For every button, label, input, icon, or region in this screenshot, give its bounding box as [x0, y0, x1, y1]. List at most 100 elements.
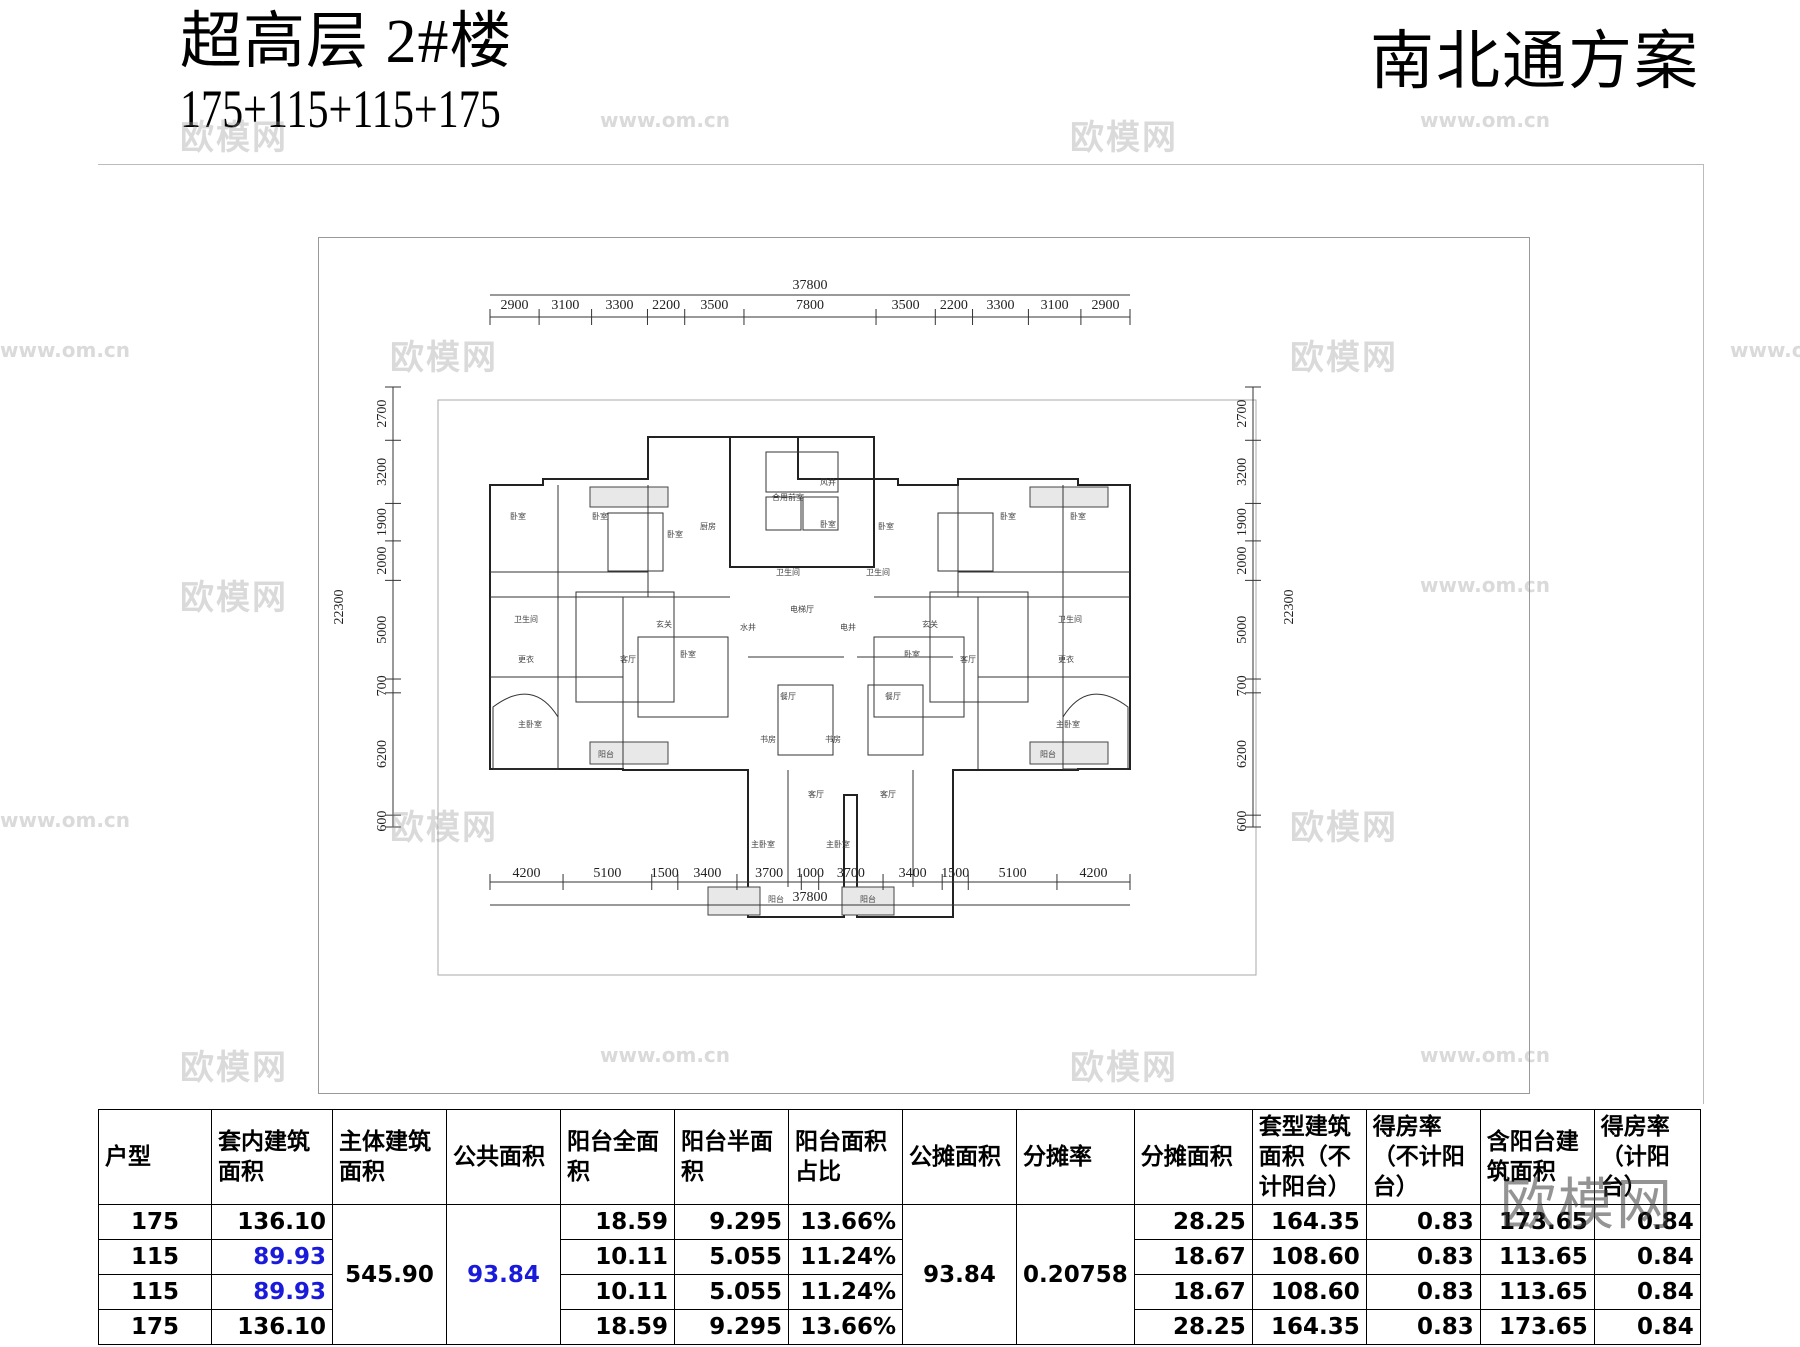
watermark-url: www.om.cn: [600, 1043, 731, 1067]
watermark-text: 欧模网: [180, 118, 288, 158]
header-cell: 套内建筑面积: [211, 1109, 333, 1205]
bottom-dimension-label: 1500: [651, 866, 679, 881]
with-balcony-cell: 113.65: [1479, 1239, 1595, 1275]
with-balcony-cell: 113.65: [1479, 1274, 1595, 1310]
room-label: 卫生间: [776, 567, 800, 577]
main-area-cell: 545.90: [332, 1204, 447, 1345]
efficiency-cell: 0.83: [1365, 1204, 1481, 1240]
right-dimension-label: 5000: [1235, 616, 1250, 644]
room-label: 卧室: [592, 511, 608, 521]
room-label: 客厅: [808, 789, 824, 799]
efficiency-balcony-cell: 0.84: [1593, 1239, 1701, 1275]
balcony-half-cell: 5.055: [674, 1239, 789, 1275]
title-block: 超高层 2#楼 175+115+115+175: [180, 10, 591, 144]
room-label: 电井: [840, 622, 856, 632]
watermark-url: www.om.cn: [1730, 338, 1800, 362]
room-label: 卧室: [680, 649, 696, 659]
room-label: 电梯厅: [790, 604, 814, 614]
left-dimension-label: 1900: [375, 508, 390, 536]
left-dimension-label: 2000: [375, 547, 390, 575]
bottom-dimension-label: 3700: [837, 866, 865, 881]
left-total-dimension: 22300: [332, 590, 347, 625]
scheme-title: 南北通方案: [1370, 25, 1700, 99]
left-dimension-label: 5000: [375, 616, 390, 644]
top-dimension-label: 3300: [606, 298, 634, 313]
unit-area-cell: 164.35: [1251, 1309, 1367, 1345]
watermark-text: 欧模网: [180, 578, 288, 618]
room-label: 书房: [825, 734, 841, 744]
table-row: 115 89.93 10.11 5.055 11.24% 18.67 108.6…: [98, 1239, 1701, 1275]
bottom-dimension-label: 1500: [941, 866, 969, 881]
top-dimension-label: 3300: [986, 298, 1014, 313]
watermark-url: www.om.cn: [1420, 108, 1551, 132]
room-label: 卧室: [820, 519, 836, 529]
room-label: 阳台: [1040, 749, 1056, 759]
right-dimension-label: 2000: [1235, 547, 1250, 575]
room-label: 阳台: [860, 894, 876, 904]
room-label: 主卧室: [1056, 719, 1080, 729]
unit-area-cell: 108.60: [1251, 1274, 1367, 1310]
plan-frame: [318, 237, 1530, 1094]
efficiency-balcony-cell: 0.84: [1593, 1274, 1701, 1310]
room-label: 书房: [760, 734, 776, 744]
balcony-half-cell: 5.055: [674, 1274, 789, 1310]
watermark-url: www.om.cn: [0, 338, 131, 362]
room-label: 卧室: [510, 511, 526, 521]
share-area-cell: 28.25: [1133, 1204, 1253, 1240]
top-divider: [98, 164, 1704, 165]
room-label: 更衣: [1058, 654, 1074, 664]
room-label: 卧室: [904, 649, 920, 659]
top-dimension-label: 2200: [652, 298, 680, 313]
room-label: 卧室: [1000, 511, 1016, 521]
top-dimension-label: 3500: [700, 298, 728, 313]
room-label: 卧室: [667, 529, 683, 539]
with-balcony-cell: 173.65: [1479, 1204, 1595, 1240]
balcony-full-cell: 10.11: [560, 1239, 675, 1275]
header-cell: 阳台半面积: [674, 1109, 789, 1205]
header-cell: 套型建筑面积（不计阳台）: [1251, 1109, 1367, 1205]
watermark-logo: 欧模网: [1500, 1173, 1674, 1238]
room-label: 阳台: [768, 894, 784, 904]
watermark-url: www.om.cn: [1420, 573, 1551, 597]
header-cell: 含阳台建筑面积: [1479, 1109, 1595, 1205]
top-dimension-label: 2900: [1091, 298, 1119, 313]
share-area-cell: 18.67: [1133, 1239, 1253, 1275]
bottom-dimension-label: 1000: [796, 866, 824, 881]
watermark-text: 欧模网: [1290, 808, 1398, 848]
inner-area-cell: 89.93: [211, 1274, 333, 1310]
watermark-url: www.om.cn: [0, 808, 131, 832]
room-label: 主卧室: [751, 839, 775, 849]
watermark-text: 欧模网: [390, 338, 498, 378]
watermark-text: 欧模网: [390, 808, 498, 848]
room-label: 客厅: [880, 789, 896, 799]
header-cell: 阳台全面积: [560, 1109, 675, 1205]
bottom-dimension-label: 3700: [755, 866, 783, 881]
right-dimension-label: 600: [1235, 811, 1250, 832]
top-dimension-label: 7800: [796, 298, 824, 313]
inner-area-cell: 136.10: [211, 1309, 333, 1345]
room-label: 主卧室: [826, 839, 850, 849]
pool-rate-cell: 0.20758: [1016, 1204, 1135, 1345]
room-label: 卫生间: [514, 614, 538, 624]
bottom-dimension-label: 3400: [693, 866, 721, 881]
bottom-dimension-label: 5100: [593, 866, 621, 881]
type-cell: 115: [98, 1274, 212, 1310]
header-cell: 公摊面积: [902, 1109, 1017, 1205]
watermark-text: 欧模网: [180, 1048, 288, 1088]
top-dimension-label: 2200: [940, 298, 968, 313]
room-label: 合用前室: [772, 492, 804, 502]
balcony-ratio-cell: 11.24%: [788, 1274, 903, 1310]
type-cell: 115: [98, 1239, 212, 1275]
efficiency-cell: 0.83: [1365, 1309, 1481, 1345]
header-cell: 分摊面积: [1133, 1109, 1253, 1205]
bottom-dimension-label: 4200: [513, 866, 541, 881]
left-dimension-label: 2700: [375, 400, 390, 428]
watermark-url: www.om.cn: [1420, 1043, 1551, 1067]
balcony-full-cell: 18.59: [560, 1309, 675, 1345]
watermark-text: 欧模网: [1070, 118, 1178, 158]
watermark-url: www.om.cn: [600, 108, 731, 132]
header-cell: 阳台面积占比: [788, 1109, 903, 1205]
top-dimension-label: 2900: [501, 298, 529, 313]
room-label: 水井: [740, 622, 756, 632]
